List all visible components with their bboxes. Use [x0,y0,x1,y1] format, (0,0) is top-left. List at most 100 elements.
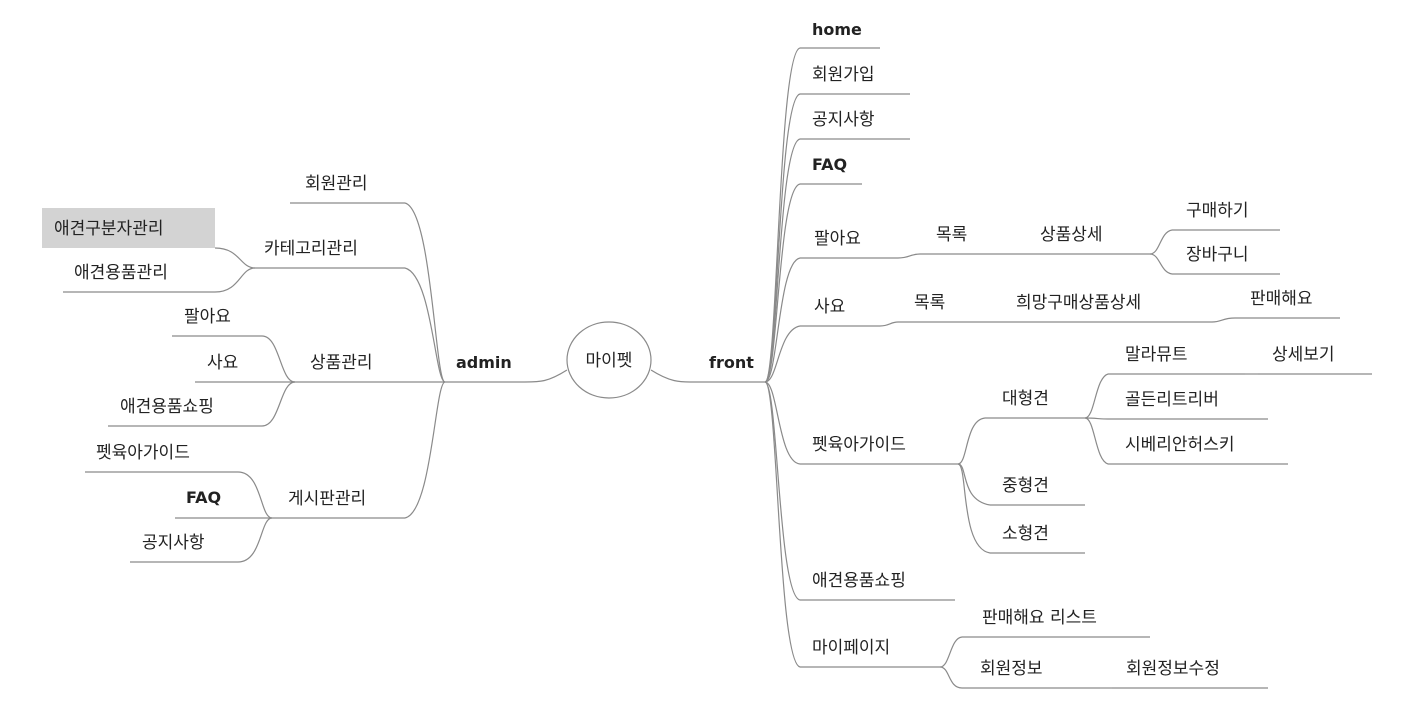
admin-want-node[interactable]: 사요 [195,353,262,383]
admin-node[interactable]: admin [445,353,525,383]
edge-admin-board [404,381,446,519]
front-info-node[interactable]: 회원정보 [962,659,1100,689]
front-cart-label: 장바구니 [1186,245,1249,265]
edge-admin-member [404,202,446,383]
front-sell-detail-node[interactable]: 상품상세 [1020,225,1150,255]
admin-category-label: 카테고리관리 [264,239,358,259]
front-small-node[interactable]: 소형견 [990,524,1085,554]
front-medium-node[interactable]: 중형견 [990,476,1085,506]
front-notice-node[interactable]: 공지사항 [800,110,910,140]
edge-center-admin [524,369,568,383]
edge-front-mypage [764,381,801,668]
front-sellto-label: 판매해요 [1250,289,1313,309]
front-node[interactable]: front [690,353,765,383]
front-medium-label: 중형견 [1002,476,1049,496]
edge-detail-cart [1149,253,1173,275]
front-buy-label: 구매하기 [1186,201,1249,221]
front-info-edit-label: 회원정보수정 [1126,659,1220,679]
front-guide-node[interactable]: 펫육아가이드 [800,435,958,465]
edge-sell-list [897,253,921,259]
front-sell-node[interactable]: 팔아요 [800,229,898,259]
front-golden-label: 골든리트리버 [1125,390,1219,410]
front-signup-node[interactable]: 회원가입 [800,65,910,95]
front-guide-label: 펫육아가이드 [812,435,906,455]
front-malamute-label: 말라뮤트 [1125,345,1188,365]
front-small-label: 소형견 [1002,524,1049,544]
admin-product-label: 상품관리 [310,353,373,373]
admin-guide-label: 펫육아가이드 [96,443,190,463]
front-label: front [709,353,754,372]
edge-guide-small [957,463,991,554]
front-home-node[interactable]: home [800,20,880,49]
front-sell-detail-label: 상품상세 [1040,225,1103,245]
admin-want-label: 사요 [207,353,238,373]
front-mypage-label: 마이페이지 [812,638,890,658]
edge-mypage-selllist [939,636,963,668]
edge-category-breed [214,247,256,269]
edge-guide-medium [957,463,991,506]
edge-large-golden [1084,417,1109,420]
front-cart-node[interactable]: 장바구니 [1172,245,1280,275]
edge-large-husky [1084,417,1109,465]
admin-sell-node[interactable]: 팔아요 [172,307,262,337]
front-large-node[interactable]: 대형견 [985,389,1085,419]
edge-detail-buy [1149,229,1173,255]
edge-front-want [764,325,801,383]
edge-large-malamute [1084,373,1109,419]
front-shop-node[interactable]: 애견용품쇼핑 [800,571,955,601]
edge-board-guide [237,471,273,519]
front-want-list-node[interactable]: 목록 [898,293,975,323]
admin-label: admin [456,353,512,372]
center-node[interactable]: 마이펫 [566,321,652,399]
admin-sell-label: 팔아요 [184,307,231,327]
admin-faq-node[interactable]: FAQ [175,488,238,519]
edge-product-sell [261,335,296,383]
front-sellto-node[interactable]: 판매해요 [1235,289,1340,319]
front-want-node[interactable]: 사요 [800,297,880,327]
front-buy-node[interactable]: 구매하기 [1172,201,1280,231]
edge-want-sellto [1211,317,1236,323]
edge-product-shop [261,381,296,427]
front-golden-node[interactable]: 골든리트리버 [1108,390,1268,420]
admin-breed-mgmt-node[interactable]: 애견구분자관리 [42,208,215,248]
front-notice-label: 공지사항 [812,110,875,130]
edge-front-sell [764,257,801,383]
admin-board-label: 게시판관리 [288,489,366,509]
front-mypage-node[interactable]: 마이페이지 [800,638,940,668]
front-sell-label: 팔아요 [814,229,861,249]
edge-front-signup [764,93,801,383]
front-sell-list-node[interactable]: 목록 [920,225,1000,255]
edge-board-notice [237,517,273,563]
edge-mypage-info [939,666,963,689]
edge-admin-category [404,267,446,383]
admin-goods-mgmt-node[interactable]: 애견용품관리 [63,263,215,293]
admin-board-node[interactable]: 게시판관리 [272,489,405,519]
admin-member-label: 회원관리 [305,174,368,194]
front-faq-node[interactable]: FAQ [800,155,862,185]
front-signup-label: 회원가입 [812,65,875,85]
front-shop-label: 애견용품쇼핑 [812,571,906,591]
admin-notice-label: 공지사항 [142,533,205,553]
admin-product-node[interactable]: 상품관리 [295,353,405,383]
front-want-detail-label: 희망구매상품상세 [1016,293,1141,313]
admin-notice-node[interactable]: 공지사항 [130,533,238,563]
admin-guide-node[interactable]: 펫육아가이드 [85,443,238,473]
front-malamute-detail-label: 상세보기 [1272,345,1335,365]
center-label: 마이펫 [586,351,633,371]
front-info-edit-node[interactable]: 회원정보수정 [1112,659,1268,689]
front-malamute-node[interactable]: 말라뮤트 [1108,345,1245,375]
admin-goods-mgmt-label: 애견용품관리 [74,263,168,283]
admin-faq-label: FAQ [186,488,221,507]
edge-guide-large [957,417,986,465]
front-want-list-label: 목록 [914,293,945,313]
admin-breed-mgmt-label: 애견구분자관리 [54,219,163,239]
front-malamute-detail-node[interactable]: 상세보기 [1258,345,1372,375]
edge-front-guide [764,381,801,465]
front-large-label: 대형견 [1002,389,1049,409]
admin-member-node[interactable]: 회원관리 [290,174,405,204]
admin-shop-node[interactable]: 애견용품쇼핑 [108,397,262,427]
admin-category-node[interactable]: 카테고리관리 [255,239,405,269]
front-selllist-node[interactable]: 판매해요 리스트 [962,608,1150,638]
front-husky-node[interactable]: 시베리안허스키 [1108,435,1288,465]
front-want-detail-node[interactable]: 희망구매상품상세 [995,293,1212,323]
